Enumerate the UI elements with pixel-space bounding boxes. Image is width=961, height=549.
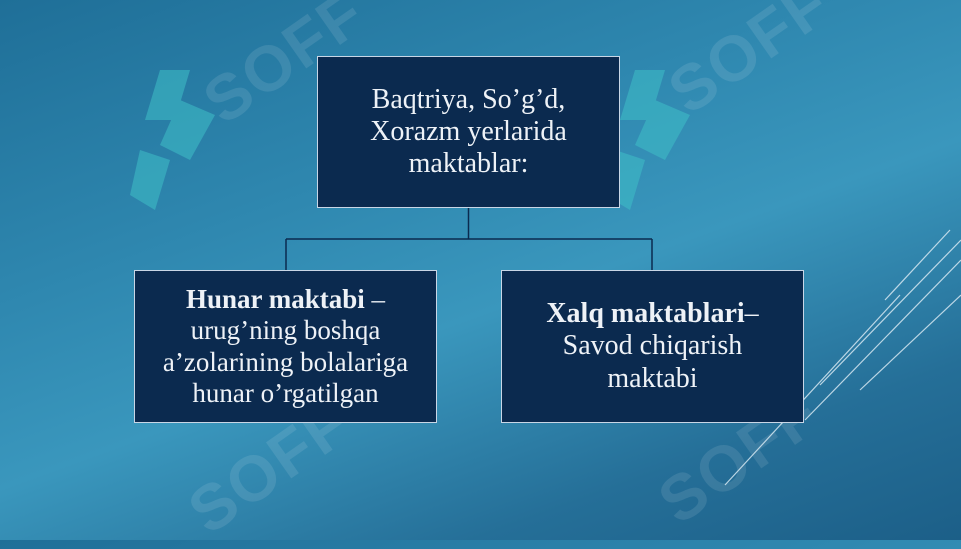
child-node-title: Hunar maktabi [185,284,365,315]
root-node: Baqtriya, So’g’d, Xorazm yerlarida makta… [317,56,620,208]
child-node-separator: – [364,284,386,315]
child-node-description: Savod chiqarish maktabi [562,330,743,394]
child-node-separator: – [744,298,759,330]
child-node-hunar-maktabi: Hunar maktabi – urug’ning boshqa a’zolar… [134,270,437,423]
root-node-text: Baqtriya, So’g’d, Xorazm yerlarida makta… [370,83,567,180]
child-node-xalq-maktablari: Xalq maktablari– Savod chiqarish maktabi [501,270,804,423]
child-node-description: urug’ning boshqa a’zolarining bolalariga… [162,315,409,408]
child-node-title: Xalq maktablari [546,298,745,330]
